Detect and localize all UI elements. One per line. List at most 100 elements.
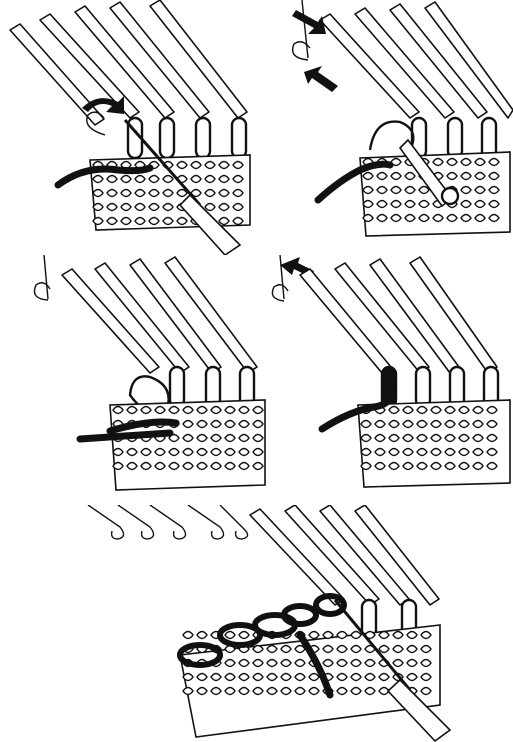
knit-stitch bbox=[267, 688, 277, 695]
needle-bed bbox=[320, 2, 513, 118]
knit-stitch bbox=[447, 159, 457, 166]
knit-stitch bbox=[239, 463, 249, 470]
knit-stitch bbox=[211, 421, 221, 428]
knit-stitch bbox=[417, 449, 427, 456]
knit-stitch bbox=[379, 674, 389, 681]
knit-stitch bbox=[407, 674, 417, 681]
knit-stitch bbox=[473, 463, 483, 470]
knit-stitch bbox=[253, 463, 263, 470]
knit-stitch bbox=[393, 632, 403, 639]
knit-stitch bbox=[417, 463, 427, 470]
knit-stitch bbox=[225, 463, 235, 470]
knit-stitch bbox=[295, 674, 305, 681]
knit-stitch bbox=[473, 449, 483, 456]
knit-stitch bbox=[141, 407, 151, 414]
knit-stitch bbox=[389, 421, 399, 428]
knit-stitch bbox=[459, 449, 469, 456]
knit-stitch bbox=[149, 218, 159, 225]
knit-stitch bbox=[225, 407, 235, 414]
knit-stitch bbox=[407, 632, 417, 639]
knit-stitch bbox=[361, 435, 371, 442]
knit-stitch bbox=[431, 421, 441, 428]
knit-stitch bbox=[393, 660, 403, 667]
knit-stitch bbox=[211, 688, 221, 695]
knit-stitch bbox=[197, 632, 207, 639]
knit-stitch bbox=[337, 688, 347, 695]
knit-stitch bbox=[389, 435, 399, 442]
knit-stitch bbox=[365, 688, 375, 695]
knit-stitch bbox=[169, 407, 179, 414]
knit-stitch bbox=[419, 201, 429, 208]
knit-stitch bbox=[163, 204, 173, 211]
knit-stitch bbox=[377, 173, 387, 180]
knit-stitch bbox=[337, 646, 347, 653]
knit-stitch bbox=[445, 435, 455, 442]
needle-loops bbox=[128, 118, 246, 158]
knit-stitch bbox=[323, 632, 333, 639]
knit-stitch bbox=[149, 176, 159, 183]
knit-stitch bbox=[447, 173, 457, 180]
knit-stitch bbox=[473, 421, 483, 428]
knit-stitch bbox=[351, 646, 361, 653]
knit-stitch bbox=[461, 187, 471, 194]
step-2-panel bbox=[260, 0, 513, 255]
knit-stitch bbox=[219, 176, 229, 183]
knit-stitch bbox=[487, 435, 497, 442]
knit-stitch bbox=[405, 173, 415, 180]
knit-stitch bbox=[183, 674, 193, 681]
knit-stitch bbox=[191, 176, 201, 183]
knit-stitch bbox=[197, 407, 207, 414]
knit-stitch bbox=[141, 463, 151, 470]
knit-stitch bbox=[239, 421, 249, 428]
knit-stitch bbox=[127, 463, 137, 470]
knit-stitch bbox=[113, 463, 123, 470]
knit-stitch bbox=[225, 421, 235, 428]
knit-stitch bbox=[121, 176, 131, 183]
knit-stitch bbox=[459, 463, 469, 470]
knit-stitch bbox=[155, 463, 165, 470]
knit-stitch bbox=[163, 218, 173, 225]
knit-stitch bbox=[225, 674, 235, 681]
knit-stitch bbox=[405, 201, 415, 208]
knit-stitch bbox=[473, 435, 483, 442]
knit-stitch bbox=[149, 190, 159, 197]
knitted-fabric bbox=[110, 400, 265, 490]
push-arrow-down bbox=[292, 10, 326, 34]
knit-stitch bbox=[407, 646, 417, 653]
knit-stitch bbox=[127, 449, 137, 456]
knit-stitch bbox=[421, 646, 431, 653]
knit-stitch bbox=[431, 407, 441, 414]
knit-stitch bbox=[461, 173, 471, 180]
knit-stitch bbox=[155, 449, 165, 456]
knit-stitch bbox=[461, 215, 471, 222]
knit-stitch bbox=[113, 407, 123, 414]
knit-stitch bbox=[177, 162, 187, 169]
knit-stitch bbox=[487, 407, 497, 414]
knit-stitch bbox=[351, 688, 361, 695]
knit-stitch bbox=[281, 688, 291, 695]
latch-hook bbox=[272, 255, 288, 301]
knit-stitch bbox=[197, 449, 207, 456]
knit-stitch bbox=[281, 660, 291, 667]
knit-stitch bbox=[421, 660, 431, 667]
knit-stitch bbox=[211, 463, 221, 470]
knit-stitch bbox=[361, 449, 371, 456]
knit-stitch bbox=[183, 632, 193, 639]
knit-stitch bbox=[405, 187, 415, 194]
knit-stitch bbox=[205, 190, 215, 197]
knit-stitch bbox=[93, 190, 103, 197]
knit-stitch bbox=[459, 407, 469, 414]
knit-stitch bbox=[239, 632, 249, 639]
knit-stitch bbox=[403, 435, 413, 442]
needle-loops bbox=[412, 118, 496, 158]
knit-stitch bbox=[295, 660, 305, 667]
knit-stitch bbox=[377, 201, 387, 208]
knit-stitch bbox=[445, 449, 455, 456]
step-1-panel bbox=[0, 0, 260, 255]
knit-stitch bbox=[403, 407, 413, 414]
knit-stitch bbox=[421, 688, 431, 695]
step-4-panel bbox=[270, 255, 513, 505]
knit-stitch bbox=[365, 660, 375, 667]
knit-stitch bbox=[253, 449, 263, 456]
knit-stitch bbox=[407, 660, 417, 667]
